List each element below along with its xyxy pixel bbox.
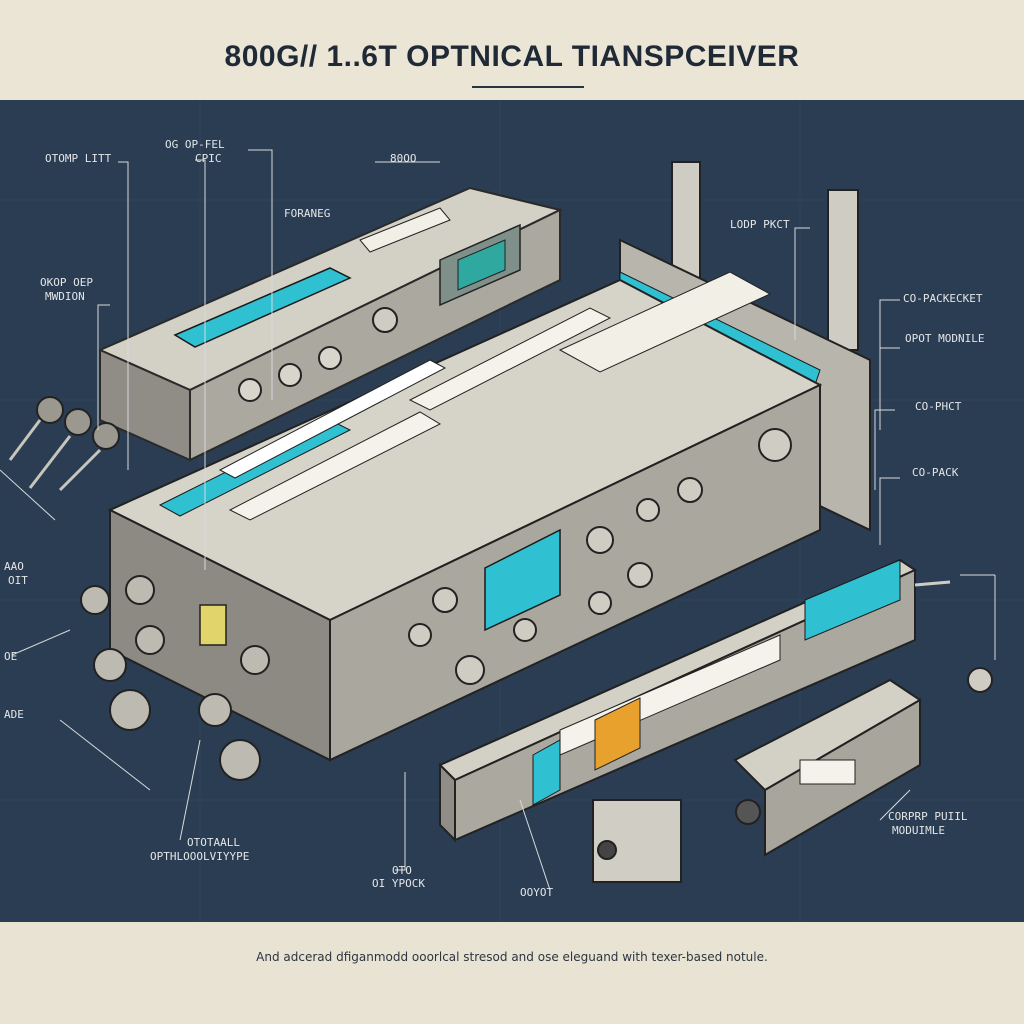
upper-transceiver-module bbox=[8, 186, 563, 492]
label-top-left-2b: CPIC bbox=[195, 152, 222, 165]
callout-lines bbox=[0, 149, 996, 891]
label-far-left-2: OE bbox=[4, 650, 17, 663]
small-plug bbox=[592, 799, 682, 883]
label-bottom-right-b: MODUIMLE bbox=[892, 824, 945, 837]
label-right-1: CO-PACKECKET bbox=[903, 292, 983, 305]
transceiver-illustration: OTOMP LITT OG OP-FEL CPIC FORANEG 80OO O… bbox=[0, 100, 1024, 922]
page-title: 800G// 1..6T OPTNICAL TIANSPCEIVER bbox=[224, 40, 800, 73]
label-right-2: OPOT MODNILE bbox=[905, 332, 984, 345]
label-bottom-3: OOYOT bbox=[520, 886, 553, 899]
label-top-center: 80OO bbox=[390, 152, 417, 165]
label-top-left-2a: OG OP-FEL bbox=[165, 138, 225, 151]
header: 800G// 1..6T OPTNICAL TIANSPCEIVER bbox=[0, 0, 1024, 100]
main-transceiver-block bbox=[80, 271, 823, 781]
label-top-left-1: OTOMP LITT bbox=[45, 152, 112, 165]
figure-caption: And adcerad dfiganmodd ooorlcal stresod … bbox=[256, 950, 768, 964]
label-left-1b: MWDION bbox=[45, 290, 85, 303]
label-far-left-1a: AAO bbox=[4, 560, 24, 573]
label-far-left-1b: OIT bbox=[8, 574, 28, 587]
diagram-panel: OTOMP LITT OG OP-FEL CPIC FORANEG 80OO O… bbox=[0, 100, 1024, 922]
label-bottom-2b: OI YPOCK bbox=[372, 877, 425, 890]
label-bottom-right-a: CORPRP PUIIL bbox=[888, 810, 968, 823]
footer bbox=[0, 922, 1024, 1024]
label-far-left-3: ADE bbox=[4, 708, 24, 721]
lower-slim-module bbox=[438, 558, 993, 843]
label-right-top: LODP PKCT bbox=[730, 218, 790, 231]
copper-module bbox=[733, 678, 922, 857]
label-bottom-1a: OTOTAALL bbox=[187, 836, 240, 849]
label-right-4: CO-PACK bbox=[912, 466, 959, 479]
label-bottom-2a: OTO bbox=[392, 864, 412, 877]
callout-labels: OTOMP LITT OG OP-FEL CPIC FORANEG 80OO O… bbox=[4, 138, 984, 899]
label-right-3: CO-PHCT bbox=[915, 400, 962, 413]
label-top-left-3: FORANEG bbox=[284, 207, 330, 220]
label-left-1a: OKOP OEP bbox=[40, 276, 93, 289]
title-underline bbox=[472, 86, 584, 88]
label-bottom-1b: OPTHLOOOLVIYYPE bbox=[150, 850, 249, 863]
